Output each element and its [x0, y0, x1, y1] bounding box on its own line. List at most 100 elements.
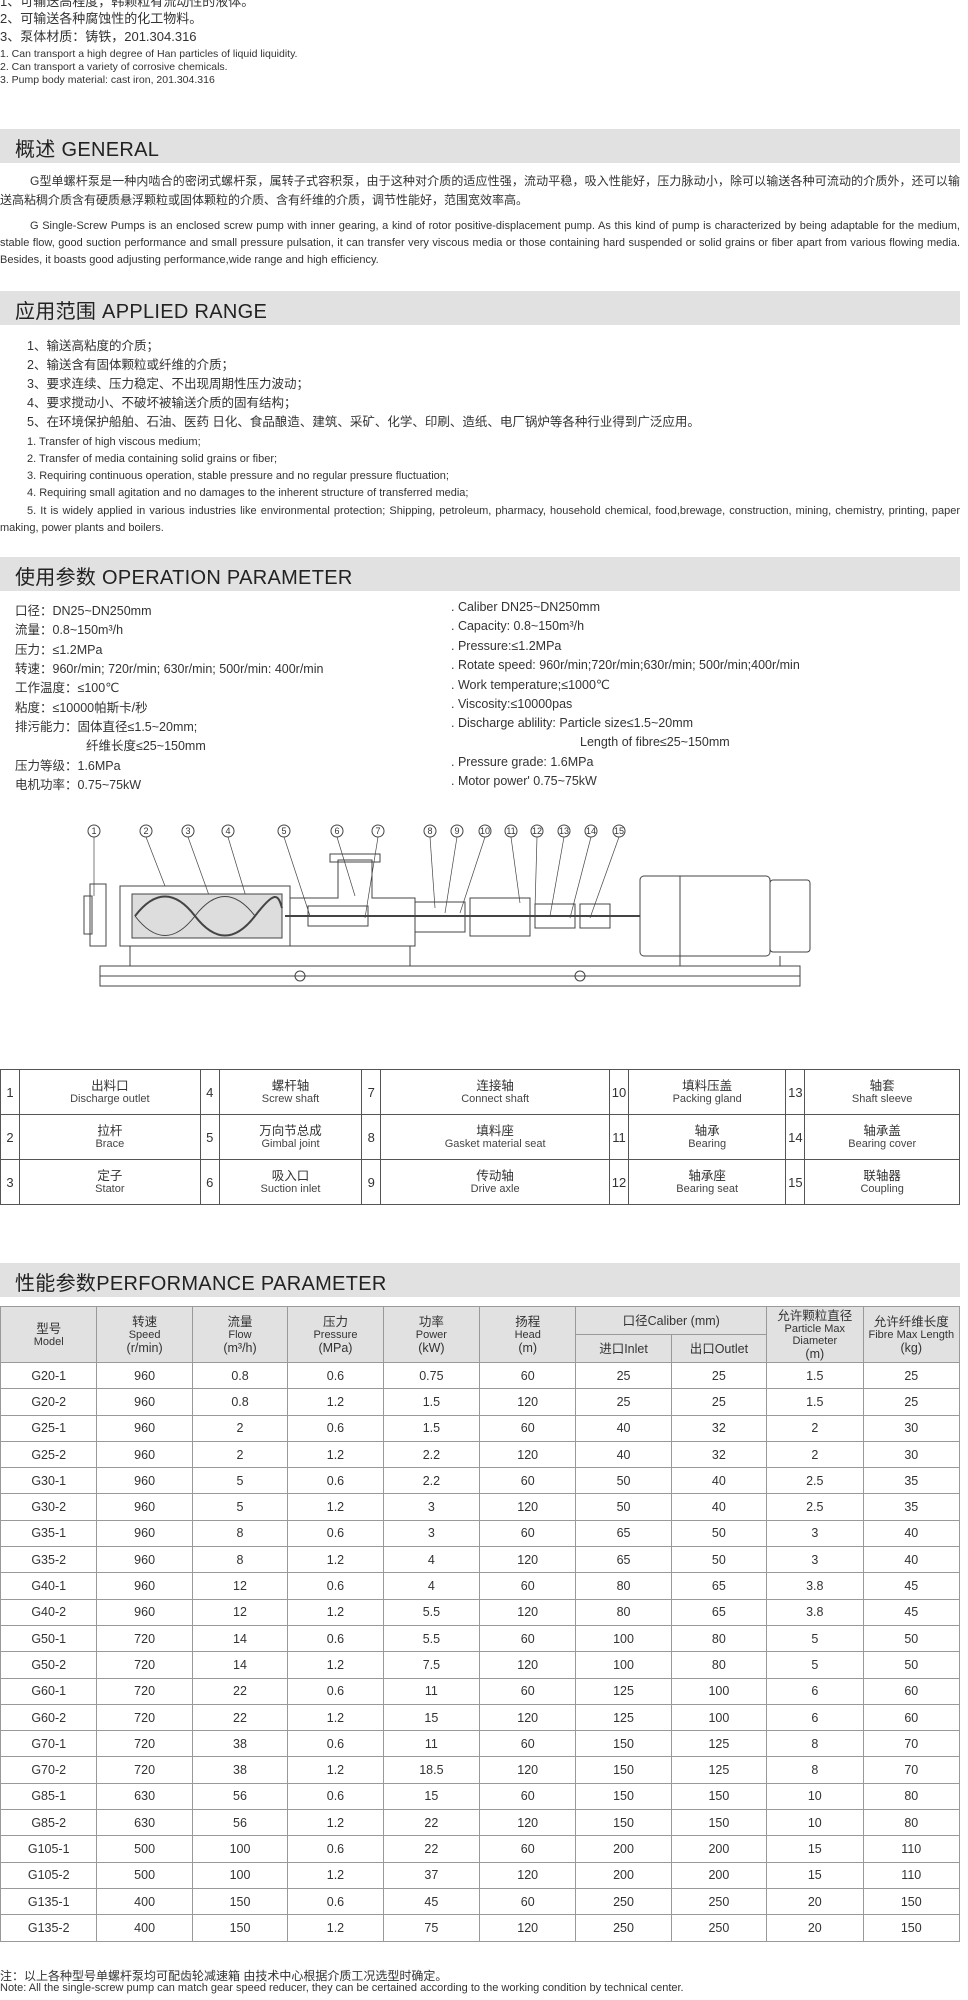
table-cell: 120 [479, 1388, 577, 1416]
table-cell: 70 [862, 1756, 961, 1784]
table-cell: 10 [766, 1809, 864, 1837]
table-cell: 7.5 [382, 1651, 481, 1679]
table-cell: 3.8 [766, 1572, 864, 1600]
table-cell: 100 [191, 1861, 289, 1889]
table-cell: 38 [191, 1730, 289, 1758]
table-cell: 0.6 [287, 1835, 384, 1863]
col-outlet: 出口Outlet [670, 1334, 768, 1363]
part-name-cn: 填料座 [476, 1123, 514, 1138]
table-cell: 1.2 [287, 1651, 384, 1679]
part-number: 3 [0, 1159, 20, 1205]
table-cell: 2.2 [382, 1467, 481, 1495]
table-cell: 150 [862, 1887, 961, 1916]
table-cell: 60 [479, 1730, 577, 1758]
table-cell: 100 [670, 1677, 768, 1705]
table-cell: 250 [670, 1887, 768, 1916]
part-name-en: Connect shaft [461, 1092, 530, 1105]
table-cell: 40 [575, 1414, 672, 1442]
table-cell: 4 [382, 1572, 481, 1600]
table-cell: G25-1 [0, 1414, 98, 1442]
table-cell: 960 [96, 1361, 193, 1390]
part-name-cn: 出料口 [91, 1078, 129, 1093]
table-cell: 15 [766, 1861, 864, 1889]
part-name-en: Drive axle [470, 1182, 520, 1195]
callout-label: 15 [614, 826, 624, 836]
intro-en-line: 2. Can transport a variety of corrosive … [0, 61, 228, 73]
intro-en-line: 1. Can transport a high degree of Han pa… [0, 48, 298, 60]
table-cell: 8 [191, 1519, 289, 1548]
table-cell: 960 [96, 1493, 193, 1521]
callout-label: 7 [375, 826, 380, 836]
table-cell: 2 [191, 1440, 289, 1469]
part-number: 9 [361, 1159, 382, 1205]
table-cell: 60 [479, 1887, 577, 1916]
part-name-en: Bearing seat [676, 1182, 739, 1195]
part-name-en: Screw shaft [261, 1092, 320, 1105]
part-number: 6 [199, 1159, 220, 1205]
table-cell: 40 [670, 1467, 768, 1495]
table-cell: G30-2 [0, 1493, 98, 1521]
part-name-cn: 轴承 [694, 1123, 720, 1138]
table-cell: G50-1 [0, 1624, 98, 1653]
operation-en-item: . Rotate speed: 960r/min;720r/min;630r/m… [451, 658, 800, 672]
col-caliber: 口径Caliber (mm) [575, 1306, 768, 1335]
table-cell: 22 [191, 1703, 289, 1732]
table-cell: 25 [862, 1361, 961, 1390]
table-cell: 40 [862, 1546, 961, 1574]
table-cell: 25 [670, 1361, 768, 1390]
applied-header: 应用范围 APPLIED RANGE [0, 291, 960, 325]
table-cell: 5.5 [382, 1598, 481, 1626]
table-cell: 200 [575, 1835, 672, 1863]
table-cell: 65 [575, 1519, 672, 1548]
table-cell: 0.6 [287, 1887, 384, 1916]
table-cell: 120 [479, 1914, 577, 1942]
part-number: 8 [361, 1114, 382, 1160]
operation-en-item: Length of fibre≤25~150mm [580, 735, 730, 749]
table-cell: 0.6 [287, 1414, 384, 1442]
part-number: 7 [361, 1069, 382, 1115]
table-cell: 50 [670, 1519, 768, 1548]
table-cell: 120 [479, 1440, 577, 1469]
table-cell: 8 [191, 1546, 289, 1574]
table-cell: 960 [96, 1598, 193, 1626]
table-cell: G35-2 [0, 1546, 98, 1574]
table-cell: 960 [96, 1440, 193, 1469]
table-cell: G135-2 [0, 1914, 98, 1942]
operation-cn-item: 排污能力：固体直径≤1.5~20mm; [15, 720, 198, 734]
table-cell: 60 [479, 1361, 577, 1390]
general-en: G Single-Screw Pumps is an enclosed scre… [0, 220, 960, 266]
operation-header: 使用参数 OPERATION PARAMETER [0, 557, 960, 591]
part-name-cn: 万向节总成 [259, 1123, 322, 1138]
callout-label: 6 [334, 826, 339, 836]
applied-cn-item: 2、输送含有固体颗粒或纤维的介质； [27, 358, 234, 372]
table-cell: 150 [575, 1809, 672, 1837]
part-number: 10 [608, 1069, 629, 1115]
table-cell: 3 [382, 1493, 481, 1521]
table-cell: 0.8 [191, 1361, 289, 1390]
table-cell: 120 [479, 1703, 577, 1732]
table-cell: 65 [575, 1546, 672, 1574]
table-cell: 1.5 [766, 1388, 864, 1416]
table-cell: G40-2 [0, 1598, 98, 1626]
operation-cn-item: 口径：DN25~DN250mm [15, 604, 152, 618]
table-cell: 250 [575, 1914, 672, 1942]
table-cell: 20 [766, 1887, 864, 1916]
table-cell: 37 [382, 1861, 481, 1889]
